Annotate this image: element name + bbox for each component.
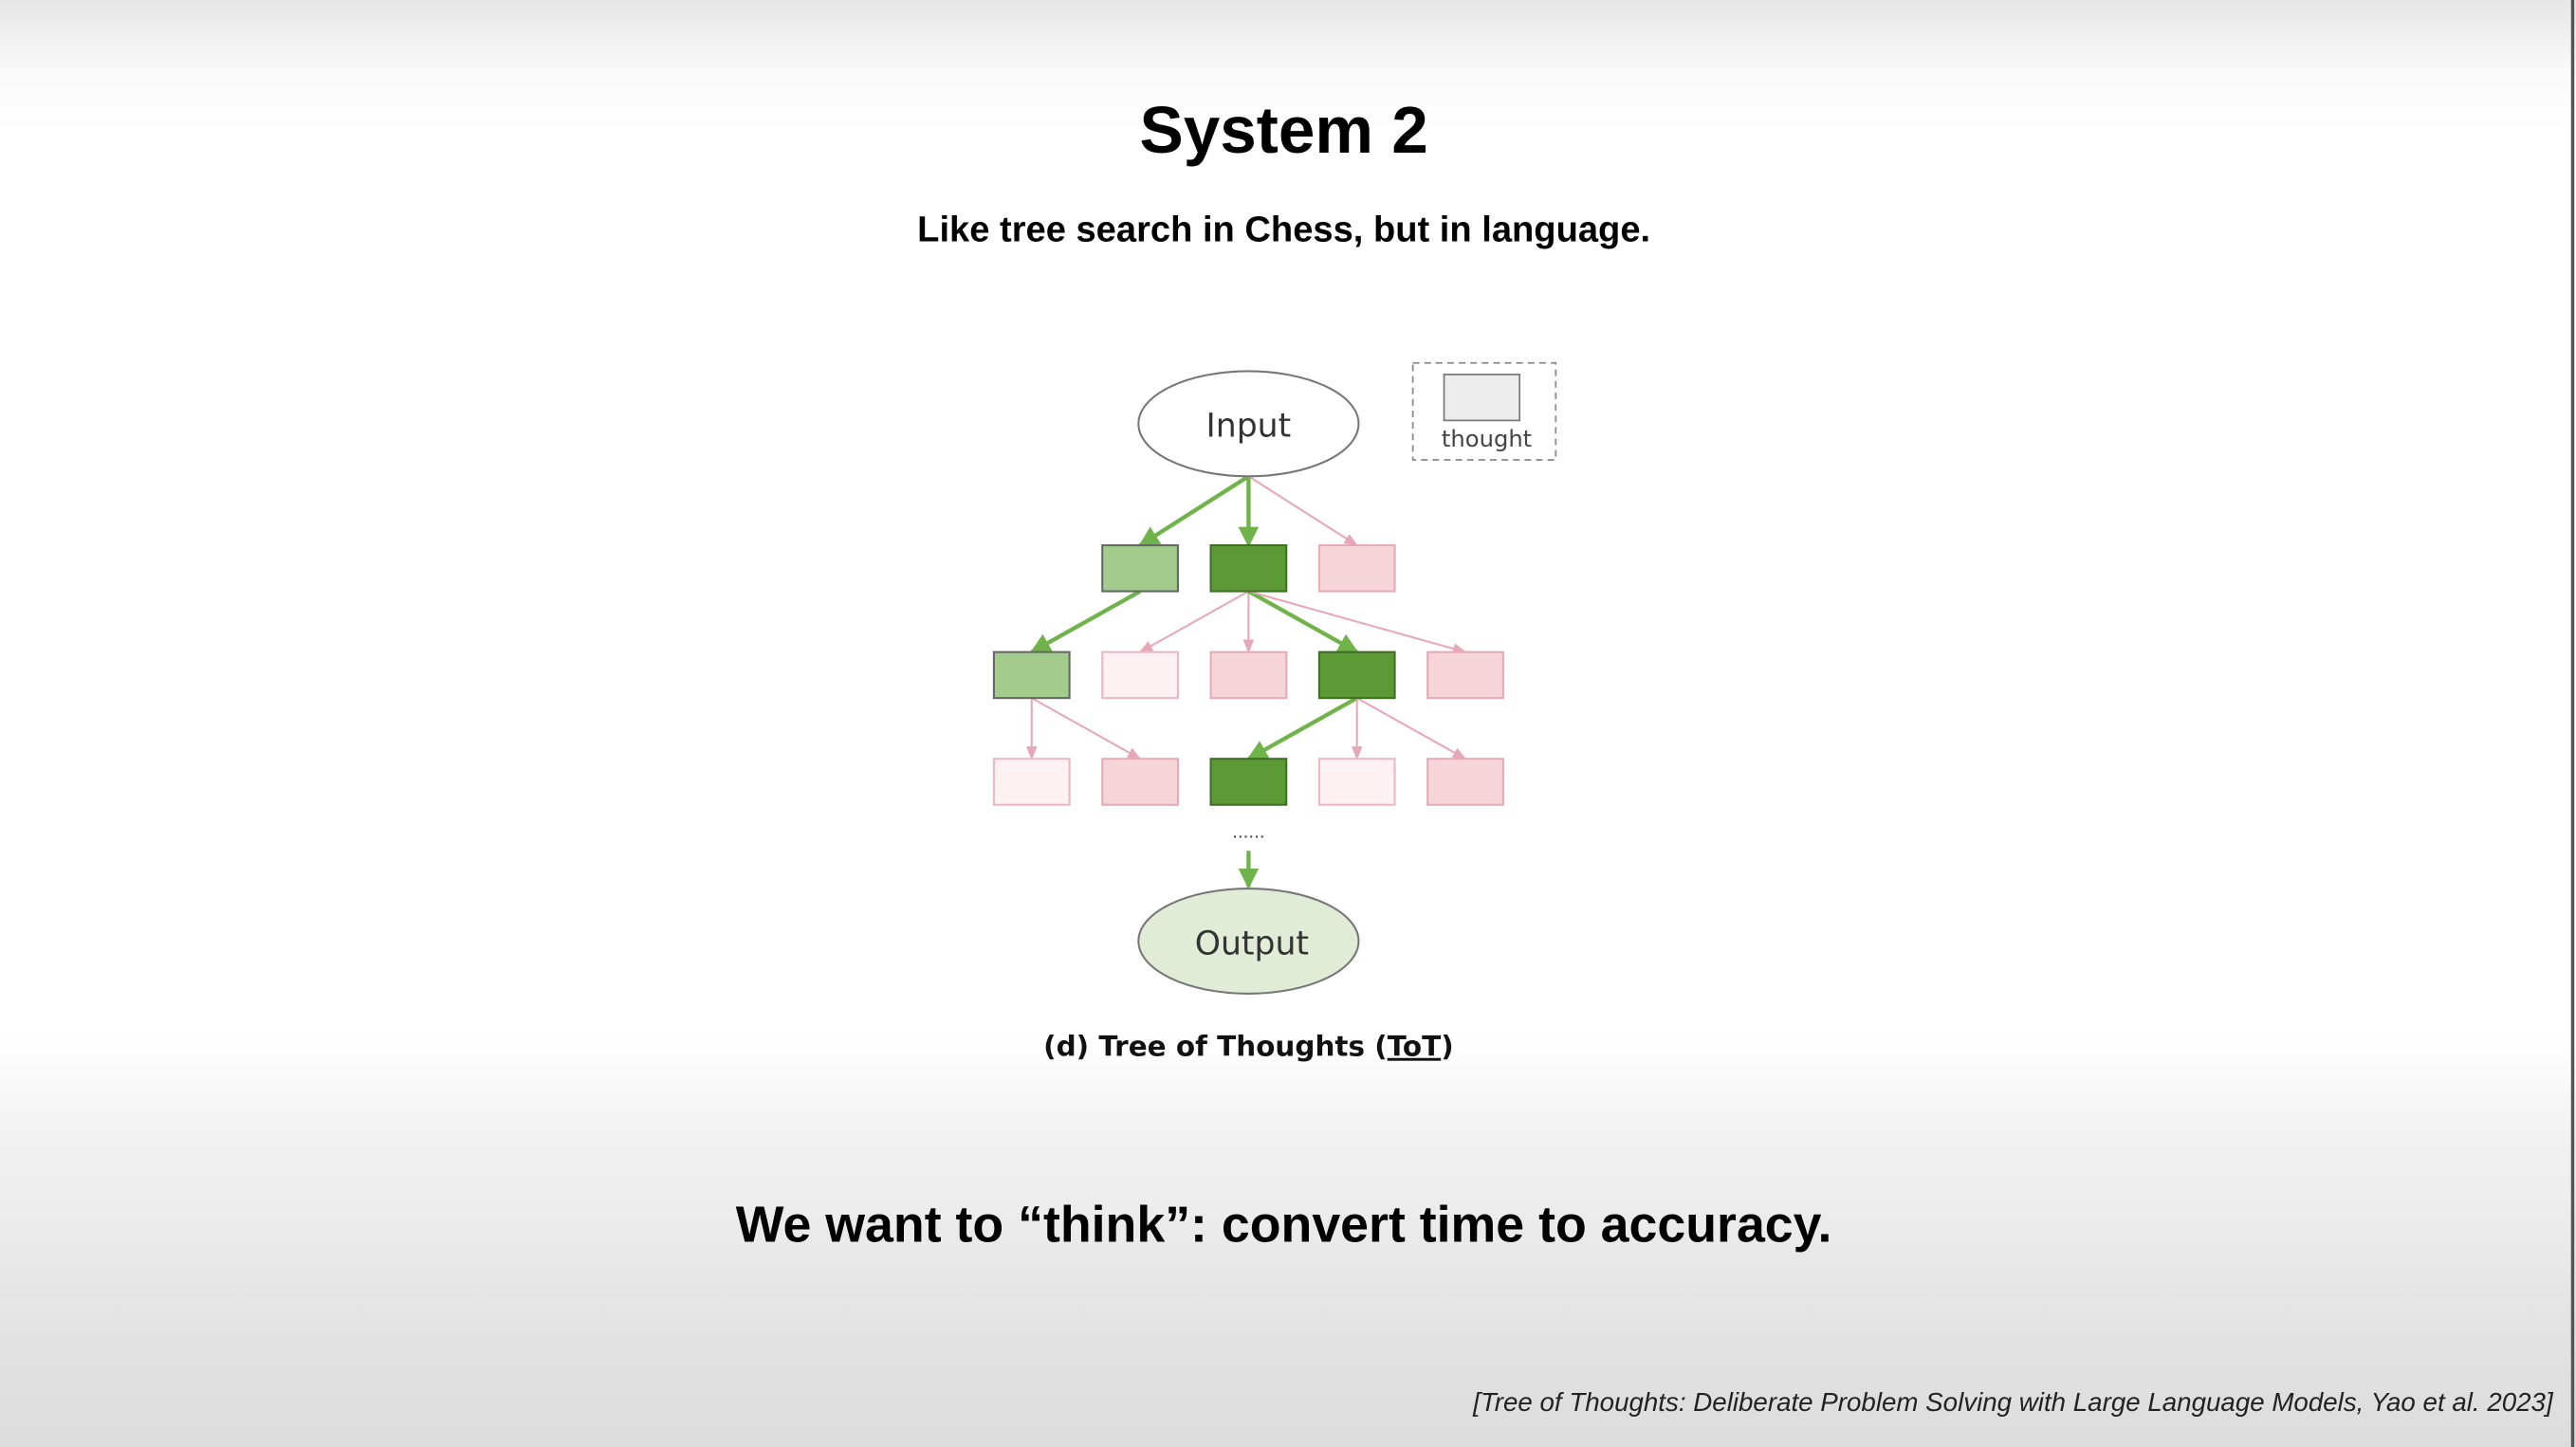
slide-title: System 2 — [1139, 95, 1428, 168]
thought-node-rejected — [1426, 758, 1504, 806]
diagram-caption: (d) Tree of Thoughts (ToT) — [1043, 1031, 1454, 1063]
thought-node-rejected — [1426, 650, 1504, 700]
pruned-edge — [1356, 697, 1467, 760]
output-node — [1137, 888, 1360, 995]
thought-node-promising — [992, 650, 1071, 700]
thought-node-promising — [1101, 544, 1179, 593]
edges — [1025, 474, 1467, 761]
thought-node-selected — [1209, 544, 1288, 593]
thought-node-selected — [1317, 650, 1396, 700]
thought-node-rejected — [1101, 758, 1179, 806]
pruned-edge — [1247, 475, 1358, 546]
tot-link[interactable]: ToT — [1388, 1031, 1441, 1063]
pruned-edge — [1248, 590, 1467, 654]
thought-node-weak — [1317, 758, 1396, 806]
window-edge — [2570, 0, 2575, 1447]
input-node — [1137, 370, 1360, 478]
thought-node-rejected — [1209, 650, 1288, 700]
selected-edge — [1247, 589, 1359, 654]
thought-node-rejected — [1317, 544, 1396, 593]
thought-node-weak — [1101, 650, 1179, 700]
takeaway-text: We want to “think”: convert time to accu… — [735, 1195, 1832, 1254]
output-label: Output — [1195, 925, 1309, 962]
selected-edge — [1246, 696, 1358, 761]
selected-edge — [1029, 589, 1142, 654]
pruned-edge — [1138, 590, 1249, 653]
legend-thought-box — [1443, 374, 1521, 422]
input-label: Input — [1206, 408, 1292, 446]
legend: thought — [1411, 361, 1557, 461]
thought-nodes — [992, 544, 1504, 806]
legend-label: thought — [1442, 425, 1532, 452]
ellipsis: ...... — [1232, 820, 1265, 842]
slide-subtitle: Like tree search in Chess, but in langua… — [917, 208, 1651, 250]
pruned-edge — [1031, 697, 1142, 760]
citation: [Tree of Thoughts: Deliberate Problem So… — [1473, 1389, 2553, 1418]
selected-edge — [1138, 474, 1250, 547]
thought-node-selected — [1209, 758, 1288, 806]
thought-node-weak — [992, 758, 1071, 806]
